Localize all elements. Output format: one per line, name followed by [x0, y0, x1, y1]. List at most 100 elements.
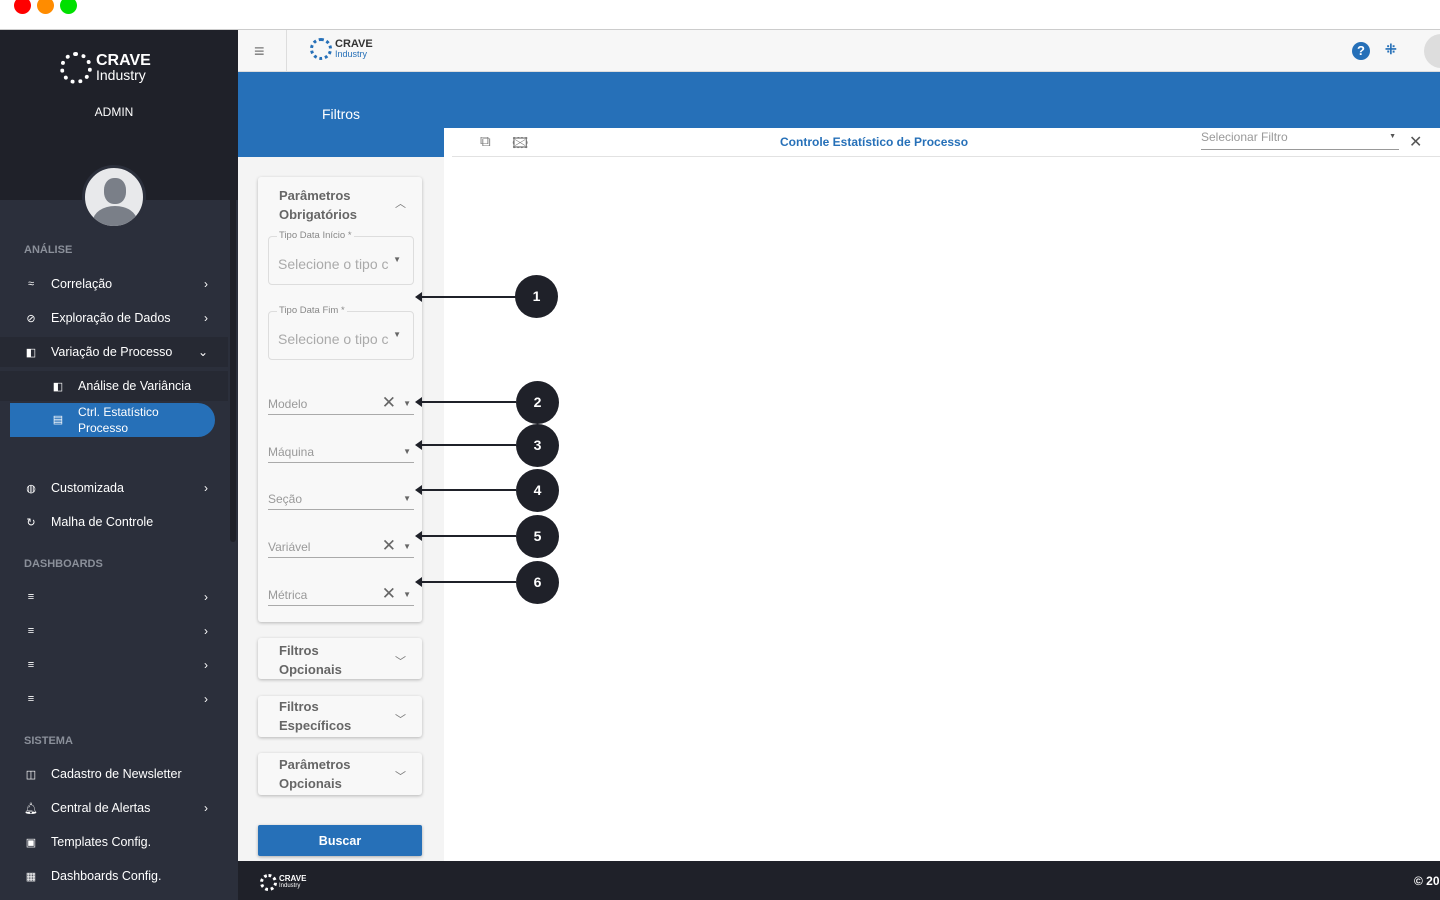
- sidebar-item-ctrl-estatistico[interactable]: ▤ Ctrl. Estatístico Processo: [10, 403, 215, 437]
- template-icon: ▣: [25, 836, 37, 849]
- tipo-data-inicio-select[interactable]: Tipo Data Início * Selecione o tipo c ▼: [268, 230, 414, 285]
- section-sistema: SISTEMA: [24, 735, 73, 747]
- sidebar-item-dashboards-config[interactable]: ▦Dashboards Config.: [0, 861, 228, 891]
- chevron-right-icon: ›: [204, 311, 208, 325]
- caret-down-icon: ▼: [1389, 133, 1396, 140]
- sidebar-item-correlacao[interactable]: ≈Correlação›: [0, 269, 228, 299]
- field-placeholder: Selecione o tipo c: [278, 256, 389, 272]
- chevron-down-icon: ﹀: [395, 656, 406, 668]
- logo-name: CRAVE: [335, 38, 373, 50]
- close-icon[interactable]: ✕: [1409, 134, 1423, 151]
- sidebar-item-alertas[interactable]: 🔔︎Central de Alertas›: [0, 793, 228, 823]
- avatar[interactable]: [82, 165, 146, 229]
- content-area: [452, 128, 1440, 860]
- field-label: Tipo Data Início *: [277, 230, 354, 241]
- refresh-icon: ↻: [26, 516, 36, 529]
- content-title: Controle Estatístico de Processo: [780, 135, 969, 149]
- chevron-down-icon: ⌄: [197, 345, 208, 359]
- content-toolbar: ⧉ 🖾︎: [452, 128, 1440, 157]
- chevron-up-icon[interactable]: ︿: [395, 198, 406, 210]
- optional-filters-card[interactable]: Filtros Opcionais ﹀: [258, 638, 422, 679]
- sidebar-scrollbar[interactable]: [230, 92, 236, 542]
- variavel-select[interactable]: Variável✕▼: [268, 536, 414, 558]
- annotation-marker: 2: [516, 381, 559, 424]
- item-label: Templates Config.: [51, 835, 152, 849]
- minimize-window-button[interactable]: [37, 0, 54, 14]
- item-label: Exploração de Dados: [51, 311, 171, 325]
- maximize-window-button[interactable]: [60, 0, 77, 14]
- caret-down-icon: ▼: [403, 494, 411, 503]
- item-label: Variação de Processo: [51, 345, 173, 359]
- close-window-button[interactable]: [14, 0, 31, 14]
- list-icon: ≡: [27, 693, 35, 705]
- caret-down-icon: ▼: [403, 542, 411, 551]
- item-label: Cadastro de Newsletter: [51, 767, 182, 781]
- metrica-select[interactable]: Métrica✕▼: [268, 584, 414, 606]
- item-label: Ctrl. Estatístico Processo: [78, 405, 159, 435]
- specific-filters-card[interactable]: Filtros Específicos﹀: [258, 696, 422, 737]
- field-placeholder: Seção: [268, 492, 303, 506]
- export-image-icon[interactable]: 🖾︎: [512, 135, 529, 152]
- optional-params-card[interactable]: Parâmetros Opcionais ﹀: [258, 753, 422, 795]
- clear-icon[interactable]: ✕: [381, 536, 396, 555]
- user-avatar[interactable]: [1424, 34, 1440, 68]
- copyright: © 20: [1414, 874, 1440, 888]
- field-label: Tipo Data Fim *: [277, 305, 347, 316]
- sidebar-item-exploracao[interactable]: ⊘ Exploração de Dados ›: [0, 303, 228, 333]
- tipo-data-fim-select[interactable]: Tipo Data Fim *Selecione o tipo c▼: [268, 305, 414, 360]
- correlation-icon: ≈: [27, 278, 35, 290]
- filter-panel-title: Filtros: [238, 72, 444, 157]
- table-icon: ▤: [52, 414, 64, 426]
- help-icon[interactable]: ?: [1352, 42, 1370, 60]
- sidebar-dashboard-item[interactable]: ≡›: [0, 650, 228, 680]
- sidebar-item-templates[interactable]: ▣ Templates Config.: [0, 827, 228, 857]
- list-icon: ≡: [27, 625, 35, 637]
- window-titlebar: [0, 0, 1440, 30]
- logo-name: CRAVE: [279, 874, 307, 883]
- card-title: Parâmetros Opcionais: [279, 757, 351, 791]
- card-title: Filtros Opcionais: [279, 643, 342, 677]
- required-params-title[interactable]: Parâmetros Obrigatórios: [279, 188, 358, 222]
- sidebar-item-newsletter[interactable]: ◫ Cadastro de Newsletter: [0, 759, 228, 789]
- modelo-select[interactable]: Modelo✕▼: [268, 393, 414, 415]
- chevron-right-icon: ›: [204, 624, 208, 638]
- sidebar-dashboard-item[interactable]: ≡›: [0, 684, 228, 714]
- item-label: Análise de Variância: [78, 379, 192, 393]
- annotation-arrow: [415, 292, 516, 302]
- variance-icon: ◧: [52, 380, 64, 393]
- clear-icon[interactable]: ✕: [381, 584, 396, 603]
- chevron-right-icon: ›: [204, 801, 208, 815]
- sidebar-item-customizada[interactable]: ◍Customizada›: [0, 473, 228, 503]
- list-icon: ≡: [27, 659, 35, 671]
- clear-icon[interactable]: ✕: [381, 393, 396, 412]
- exit-fullscreen-icon[interactable]: ⁜: [1385, 41, 1397, 57]
- field-placeholder: Selecione o tipo c: [278, 331, 389, 347]
- menu-icon[interactable]: ≡: [254, 41, 265, 61]
- bell-icon: 🔔︎: [24, 802, 38, 815]
- maquina-select[interactable]: Máquina▼: [268, 441, 414, 463]
- chevron-right-icon: ›: [204, 692, 208, 706]
- sidebar-item-analise-variancia[interactable]: ◧ Análise de Variância: [0, 371, 228, 401]
- annotation-marker: 6: [516, 561, 559, 604]
- palette-icon: ◍: [26, 482, 36, 495]
- variance-icon: ◧: [25, 346, 37, 359]
- sidebar-item-malha[interactable]: ↻Malha de Controle: [0, 507, 228, 537]
- sidebar-dashboard-item[interactable]: ≡›: [0, 582, 228, 612]
- sidebar-dashboard-item[interactable]: ≡›: [0, 616, 228, 646]
- compass-icon: ⊘: [26, 312, 36, 325]
- chevron-down-icon: ﹀: [395, 714, 406, 726]
- secao-select[interactable]: Seção ▼: [268, 488, 414, 510]
- section-dashboards: DASHBOARDS: [24, 558, 103, 570]
- logo-sub: Industry: [279, 883, 301, 889]
- export-pdf-icon[interactable]: ⧉: [480, 133, 491, 150]
- caret-down-icon: ▼: [393, 255, 401, 264]
- newsletter-icon: ◫: [25, 768, 37, 781]
- filter-select[interactable]: Selecionar Filtro▼: [1201, 130, 1399, 150]
- sidebar-item-variacao[interactable]: ◧ Variação de Processo ⌄: [0, 337, 228, 367]
- buscar-button[interactable]: Buscar: [258, 825, 422, 856]
- chevron-down-icon: ﹀: [395, 771, 406, 783]
